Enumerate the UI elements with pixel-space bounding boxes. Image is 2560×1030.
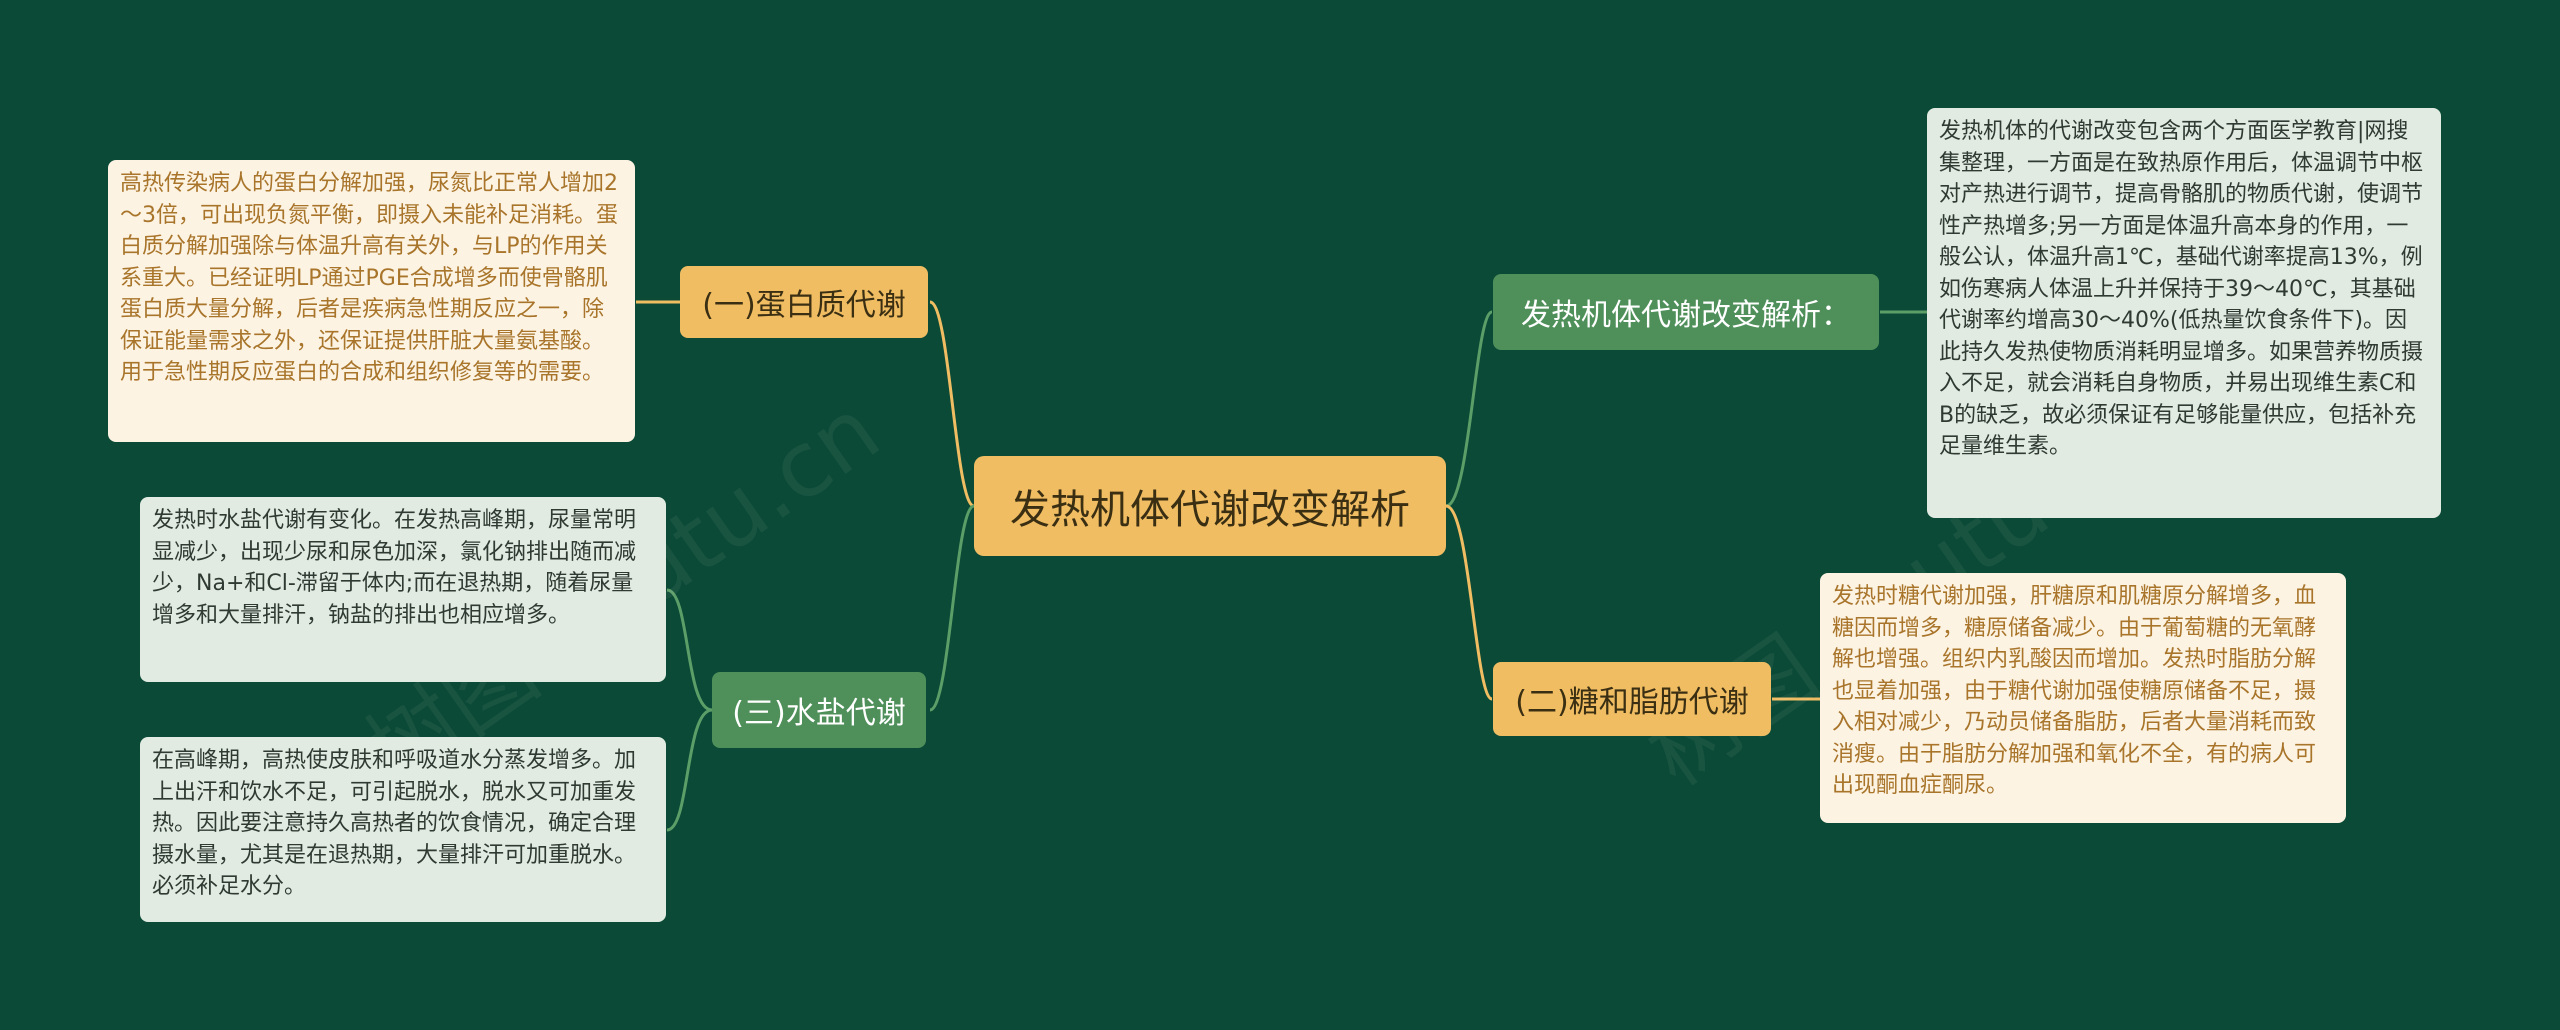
leaf-sugar-fat-detail[interactable]: 发热时糖代谢加强，肝糖原和肌糖原分解增多，血糖因而增多，糖原储备减少。由于葡萄糖… bbox=[1820, 573, 2346, 823]
branch-water-salt-metabolism[interactable]: (三)水盐代谢 bbox=[712, 672, 926, 748]
branch-sugar-fat-metabolism[interactable]: (二)糖和脂肪代谢 bbox=[1493, 662, 1771, 736]
root-topic[interactable]: 发热机体代谢改变解析 bbox=[974, 456, 1446, 556]
leaf-text: 发热机体的代谢改变包含两个方面医学教育|网搜集整理，一方面是在致热原作用后，体温… bbox=[1939, 119, 2424, 459]
root-label: 发热机体代谢改变解析 bbox=[1010, 487, 1410, 533]
branch-label: (一)蛋白质代谢 bbox=[702, 288, 906, 323]
leaf-overview-detail[interactable]: 发热机体的代谢改变包含两个方面医学教育|网搜集整理，一方面是在致热原作用后，体温… bbox=[1927, 108, 2441, 518]
link-water-detail-2 bbox=[666, 708, 713, 832]
link-water-detail-1 bbox=[666, 588, 713, 712]
leaf-protein-detail[interactable]: 高热传染病人的蛋白分解加强，尿氮比正常人增加2～3倍，可出现负氮平衡，即摄入未能… bbox=[108, 160, 635, 442]
branch-label: 发热机体代谢改变解析： bbox=[1521, 298, 1851, 333]
leaf-text: 发热时水盐代谢有变化。在发热高峰期，尿量常明显减少，出现少尿和尿色加深，氯化钠排… bbox=[152, 508, 637, 628]
link-root-protein bbox=[929, 300, 975, 508]
leaf-water-salt-detail-1[interactable]: 发热时水盐代谢有变化。在发热高峰期，尿量常明显减少，出现少尿和尿色加深，氯化钠排… bbox=[140, 497, 666, 682]
leaf-water-salt-detail-2[interactable]: 在高峰期，高热使皮肤和呼吸道水分蒸发增多。加上出汗和饮水不足，可引起脱水，脱水又… bbox=[140, 737, 666, 922]
leaf-text: 在高峰期，高热使皮肤和呼吸道水分蒸发增多。加上出汗和饮水不足，可引起脱水，脱水又… bbox=[152, 748, 637, 899]
link-root-sugar bbox=[1445, 504, 1493, 701]
link-root-overview bbox=[1445, 310, 1493, 508]
branch-overview[interactable]: 发热机体代谢改变解析： bbox=[1493, 274, 1879, 350]
leaf-text: 发热时糖代谢加强，肝糖原和肌糖原分解增多，血糖因而增多，糖原储备减少。由于葡萄糖… bbox=[1832, 584, 2317, 798]
branch-label: (三)水盐代谢 bbox=[732, 696, 906, 731]
branch-protein-metabolism[interactable]: (一)蛋白质代谢 bbox=[680, 266, 928, 338]
branch-label: (二)糖和脂肪代谢 bbox=[1515, 685, 1749, 720]
leaf-text: 高热传染病人的蛋白分解加强，尿氮比正常人增加2～3倍，可出现负氮平衡，即摄入未能… bbox=[120, 171, 618, 385]
link-root-water bbox=[929, 504, 975, 712]
